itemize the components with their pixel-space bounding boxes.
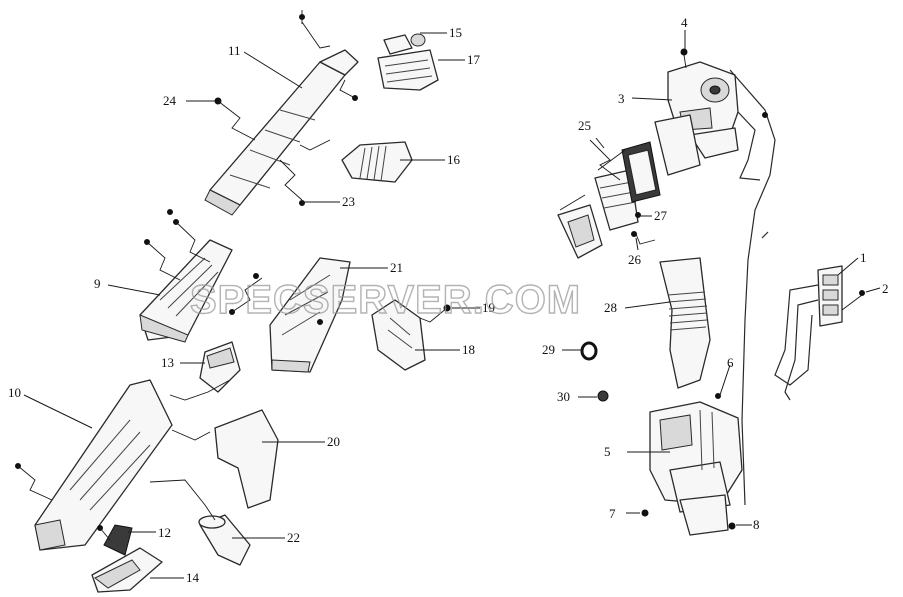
part-16-bellows-duct [341,141,413,183]
part-22-elbow [198,514,251,566]
part-10-lower-duct [34,379,173,551]
part-17-duct-vent [377,49,439,91]
callout-29: 29 [542,342,555,357]
part-12-grille [103,524,133,556]
cables-right [729,69,819,506]
screws-right-group [631,48,865,530]
part-18-vent-box [371,299,426,371]
guide-lines-left [17,21,448,541]
watermark-text: SPECSERVER.COM [190,278,581,322]
callout-9: 9 [94,276,101,291]
callout-24: 24 [163,93,177,108]
callout-21: 21 [390,260,403,275]
callout-22: 22 [287,530,300,545]
callout-16: 16 [447,152,461,167]
callout-30: 30 [557,389,570,404]
part-25-filter-frames [557,114,701,259]
callout-6: 6 [727,355,734,370]
part-15-connector [383,33,426,55]
callout-13: 13 [161,355,174,370]
callout-8: 8 [753,517,760,532]
callout-1: 1 [860,250,867,265]
callout-7: 7 [609,506,616,521]
callout-18: 18 [462,342,475,357]
callout-14: 14 [186,570,200,585]
callout-25: 25 [578,118,591,133]
guide-lines-right [559,54,863,311]
part-14-outlet [91,547,163,593]
callout-11: 11 [228,43,241,58]
callout-4: 4 [681,15,688,30]
callout-3: 3 [618,91,625,106]
part-20-floor-duct [214,409,279,509]
callout-2: 2 [882,281,889,296]
callout-5: 5 [604,444,611,459]
part-11-upper-duct [204,49,359,216]
callout-28: 28 [604,300,617,315]
callout-labels: 1 2 3 4 5 6 7 8 9 10 11 12 13 14 15 16 1… [8,15,889,585]
part-30-plug [597,390,609,402]
callout-20: 20 [327,434,340,449]
callout-26: 26 [628,252,642,267]
leader-lines [23,30,881,579]
callout-19: 19 [482,300,495,315]
callout-15: 15 [449,25,462,40]
part-9-side-duct [139,239,233,343]
callout-23: 23 [342,194,355,209]
part-13-small-vent [199,341,241,393]
part-5-heater-case [649,401,743,536]
callout-10: 10 [8,385,21,400]
part-21-center-duct [269,257,351,373]
callout-27: 27 [654,208,668,223]
callout-17: 17 [467,52,481,67]
part-29-o-ring [580,341,598,361]
part-28-flex-duct [659,257,711,389]
part-1-control-panel [817,265,843,327]
callout-12: 12 [158,525,171,540]
